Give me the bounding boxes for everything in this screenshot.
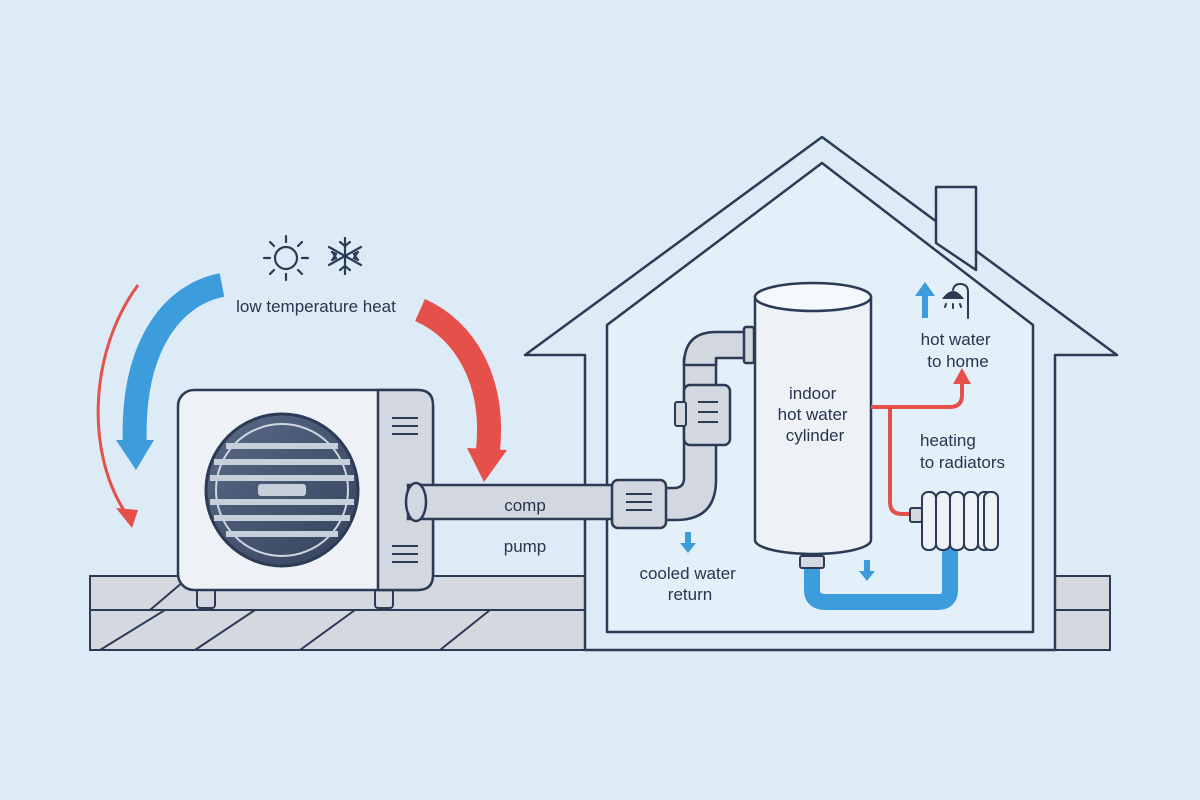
pump-label: pump bbox=[504, 537, 547, 556]
down-arrow-icon bbox=[680, 532, 696, 553]
sun-icon bbox=[262, 234, 310, 282]
cooled-water-return bbox=[799, 545, 958, 610]
compressor-pipe bbox=[404, 325, 756, 530]
snowflake-icon bbox=[327, 236, 363, 276]
low-temperature-heat-label: low temperature heat bbox=[236, 297, 396, 316]
comp-label: comp bbox=[504, 496, 546, 515]
heating-label: heating to radiators bbox=[920, 431, 1005, 472]
warm-air-arrow-left bbox=[96, 284, 140, 513]
chimney bbox=[934, 185, 978, 272]
heat-flow-arrows bbox=[96, 273, 507, 528]
shower-icon bbox=[941, 282, 969, 319]
hot-water-cylinder bbox=[753, 281, 873, 556]
down-arrow-icon bbox=[859, 560, 875, 581]
cooled-water-label: cooled water return bbox=[639, 564, 740, 604]
cylinder-label: indoor hot water cylinder bbox=[778, 384, 853, 445]
heating-pipes bbox=[871, 368, 971, 523]
cold-air-arrow bbox=[122, 273, 225, 451]
radiator bbox=[921, 491, 999, 551]
hot-water-label: hot water to home bbox=[921, 330, 996, 371]
outdoor-heat-pump-unit bbox=[176, 388, 435, 609]
warm-air-arrow-right bbox=[414, 299, 501, 452]
up-arrow-icon bbox=[915, 282, 935, 318]
